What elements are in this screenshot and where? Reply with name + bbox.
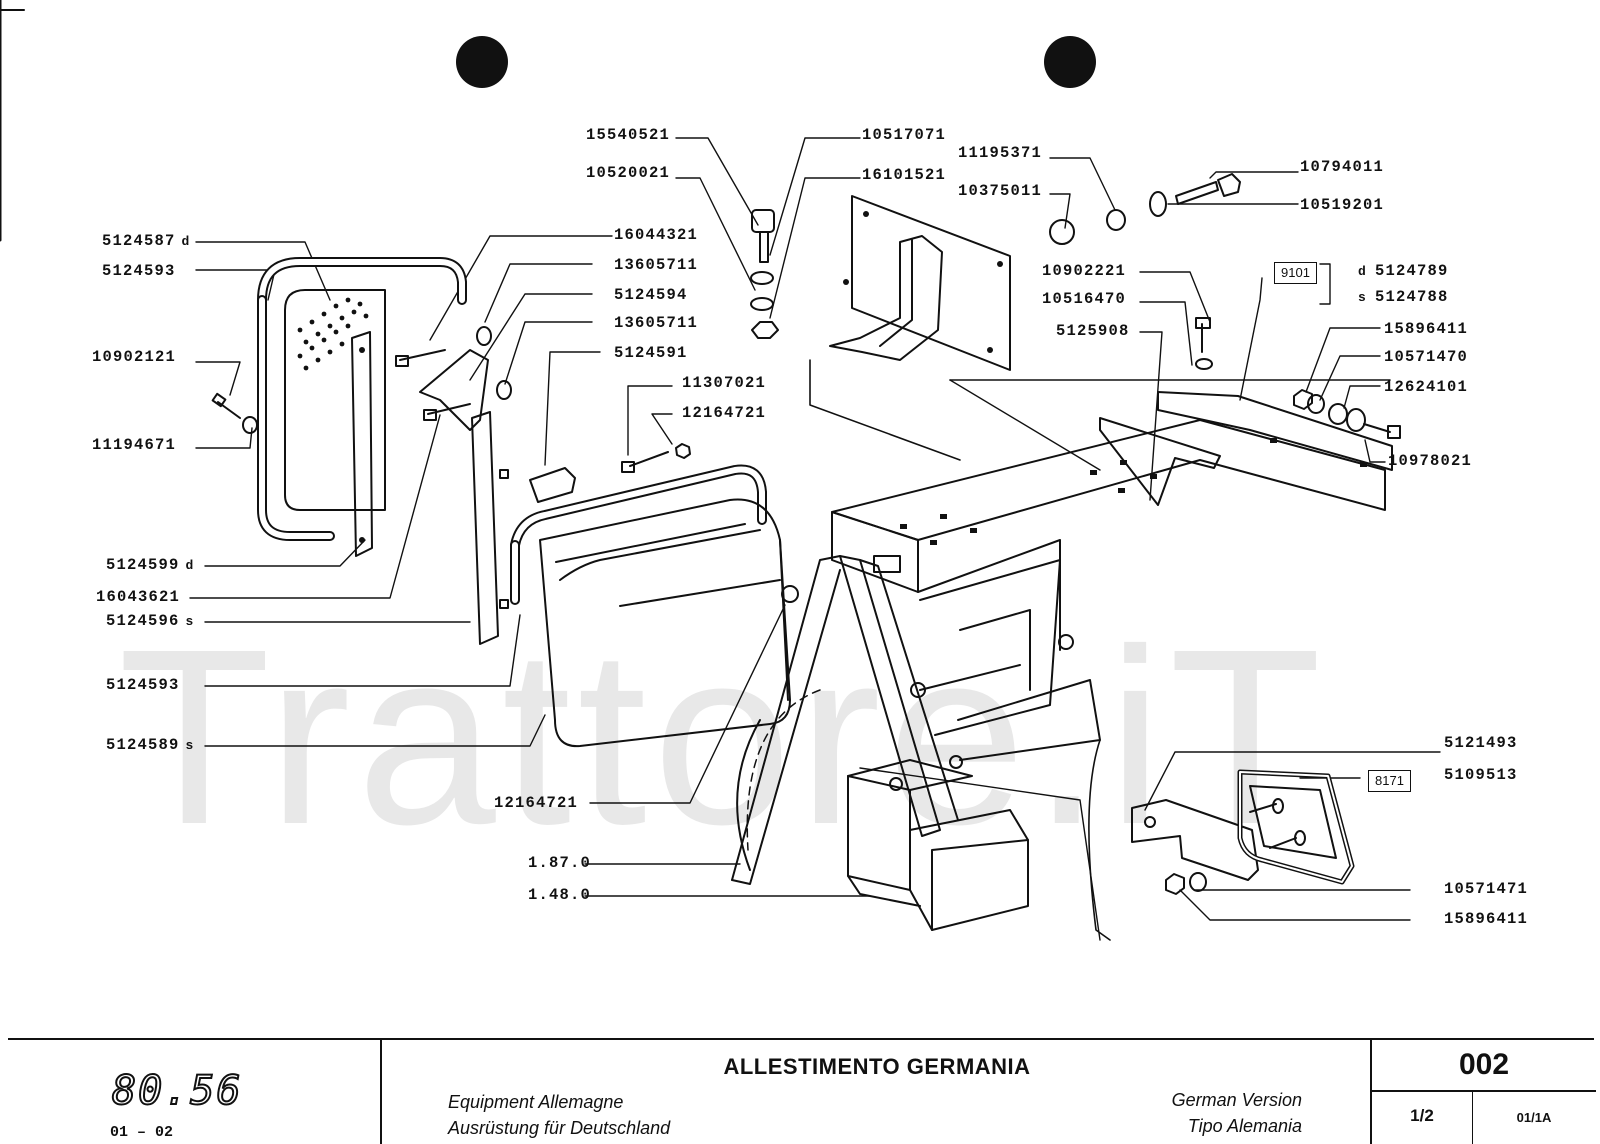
part-label: 10902221 <box>1042 262 1127 280</box>
page-title: ALLESTIMENTO GERMANIA <box>723 1054 1031 1079</box>
reference-box-8171: 8171 <box>1368 770 1411 792</box>
part-label: 15896411 <box>1444 910 1529 928</box>
licence-plate-bracket <box>829 195 1011 371</box>
reflector-assembly <box>1131 769 1355 895</box>
part-label: 5124593 <box>102 262 176 280</box>
divider <box>1372 1090 1596 1092</box>
left-headlamp-assembly <box>211 257 512 645</box>
part-label: 10375011 <box>958 182 1043 200</box>
part-label: 10794011 <box>1300 158 1385 176</box>
group-code: 002 <box>1458 1048 1510 1081</box>
part-label: 16044321 <box>614 226 699 244</box>
title-cell: ALLESTIMENTO GERMANIA Equipment Allemagn… <box>380 1040 1372 1144</box>
part-label: 12164721 <box>494 794 579 812</box>
title-french: Equipment Allemagne <box>448 1092 624 1112</box>
part-label: 16101521 <box>862 166 947 184</box>
watermark-text: Trattore.iT <box>118 597 1328 876</box>
title-english: German Version <box>1171 1090 1302 1110</box>
registration-dot-left <box>456 36 508 88</box>
part-label: 10520021 <box>586 164 671 182</box>
registration-dot-right <box>1044 36 1096 88</box>
sheet-number: 1/2 <box>1410 1106 1434 1125</box>
title-spanish: Tipo Alemania <box>1187 1116 1302 1136</box>
part-label: 10517071 <box>862 126 947 144</box>
part-label: 12624101 <box>1384 378 1469 396</box>
part-label: 1.48.0 <box>528 886 592 904</box>
part-label: 13605711 <box>614 314 699 332</box>
part-label: 5124593 <box>106 676 180 694</box>
title-block: 80.56 01 – 02 ALLESTIMENTO GERMANIA Equi… <box>8 1038 1596 1144</box>
part-label: 10978021 <box>1388 452 1473 470</box>
clip-bracket <box>529 467 576 503</box>
part-label: 10571471 <box>1444 880 1529 898</box>
part-label: 13605711 <box>614 256 699 274</box>
model-cell: 80.56 01 – 02 <box>8 1040 380 1144</box>
part-label: 11195371 <box>958 144 1043 162</box>
right-hardware <box>1293 389 1401 439</box>
part-label: 10516470 <box>1042 290 1127 308</box>
part-label: 11307021 <box>682 374 767 392</box>
screw <box>629 451 669 467</box>
part-label: 16043621 <box>96 588 181 606</box>
model-logo: 80.56 <box>111 1067 243 1115</box>
leader-lines <box>189 137 1441 921</box>
title-german: Ausrüstung für Deutschland <box>448 1118 671 1138</box>
revision-code: 01/1A <box>1516 1110 1552 1125</box>
part-label: 5124594 <box>614 286 688 304</box>
part-label: 15896411 <box>1384 320 1469 338</box>
part-label: 10902121 <box>92 348 177 366</box>
part-label: 10519201 <box>1300 196 1385 214</box>
code-cell: 002 1/2 01/1A <box>1370 1040 1596 1144</box>
right-headlamp-assembly <box>510 464 791 748</box>
part-label: 11194671 <box>92 436 177 454</box>
part-label: 5121493 <box>1444 734 1518 752</box>
reference-box-9101: 9101 <box>1274 262 1317 284</box>
part-label: 1.87.0 <box>528 854 592 872</box>
top-hardware <box>750 173 1241 370</box>
part-label: 15540521 <box>586 126 671 144</box>
part-label: 5125908 <box>1056 322 1130 340</box>
part-label: 10571470 <box>1384 348 1469 366</box>
part-label: 12164721 <box>682 404 767 422</box>
part-label: 5109513 <box>1444 766 1518 784</box>
divider <box>1472 1090 1473 1144</box>
part-label: 5124591 <box>614 344 688 362</box>
tractor-frame <box>731 359 1393 941</box>
page-range: 01 – 02 <box>110 1124 174 1141</box>
